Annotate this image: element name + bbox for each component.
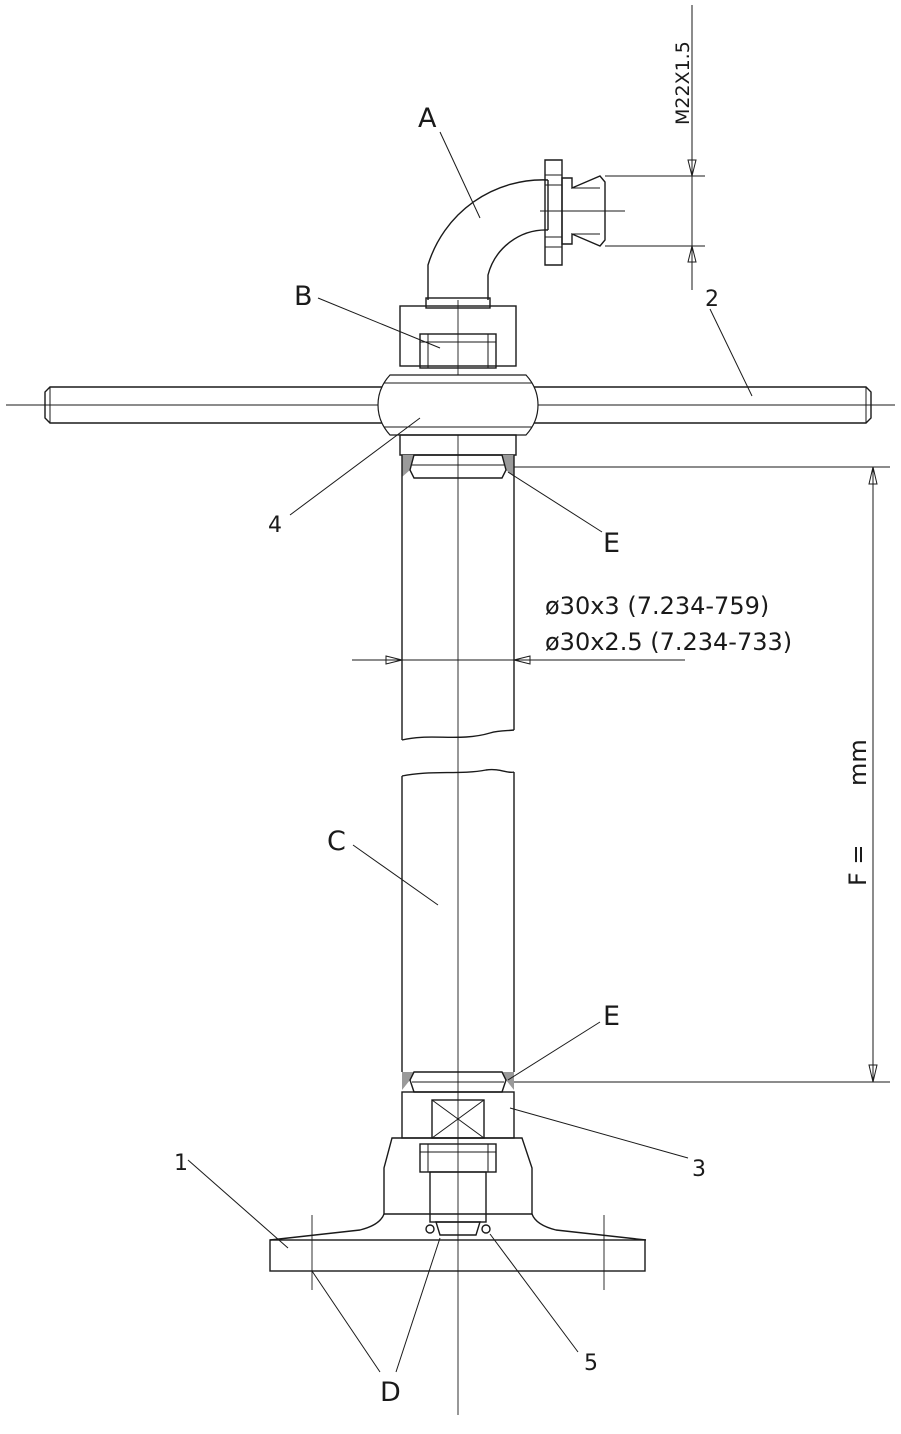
callout-labels: A B 2 4 E C E 3 1 5 D — [174, 103, 719, 1408]
label-4: 4 — [268, 513, 282, 538]
tube-diameter-dimension: ø30x3 (7.234-759) ø30x2.5 (7.234-733) — [352, 592, 792, 665]
length-label: F = — [844, 844, 872, 886]
thread-spec-label: M22X1.5 — [672, 41, 694, 125]
flange-1 — [269, 1215, 646, 1290]
label-c: C — [327, 826, 346, 857]
label-2: 2 — [705, 287, 719, 312]
leader-lines — [187, 131, 753, 1373]
label-3: 3 — [692, 1157, 706, 1182]
tube-spec-label-2: ø30x2.5 (7.234-733) — [545, 628, 792, 656]
thread-dimension: M22X1.5 — [605, 5, 705, 290]
label-5: 5 — [584, 1351, 598, 1376]
label-e-top: E — [603, 528, 620, 559]
length-unit: mm — [844, 739, 872, 786]
tube-c-lower — [401, 768, 515, 1072]
elbow-pipe-a — [425, 159, 606, 309]
label-d: D — [380, 1377, 401, 1408]
label-a: A — [418, 103, 437, 134]
label-e-bottom: E — [603, 1001, 620, 1032]
weld-lower — [402, 1071, 514, 1093]
weld-upper — [402, 454, 514, 479]
label-b: B — [294, 281, 313, 312]
union-nut-b — [399, 305, 517, 369]
length-dimension: F = mm — [514, 466, 890, 1083]
tube-c-upper — [401, 455, 515, 741]
base-fitting — [269, 1137, 647, 1241]
tube-spec-label-1: ø30x3 (7.234-759) — [545, 592, 769, 620]
label-1: 1 — [174, 1151, 188, 1176]
